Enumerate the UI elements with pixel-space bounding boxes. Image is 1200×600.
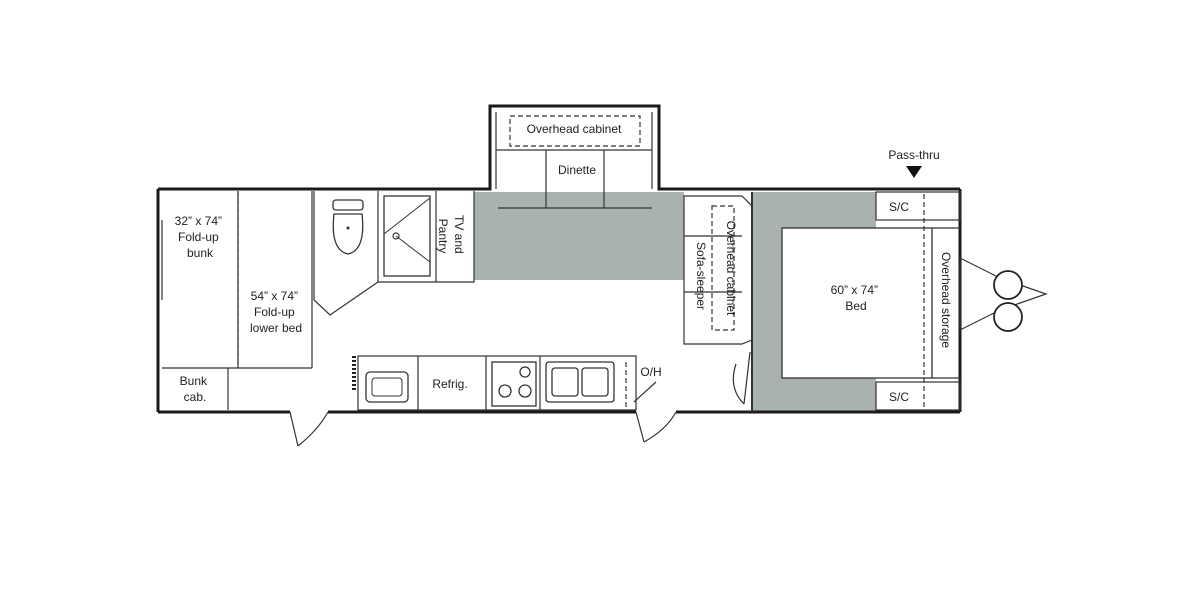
overhead-cabinet-side-label: Overhead cabinet [724,221,738,316]
hitch-tongue [959,257,1048,331]
bunk-cab-label: Bunk cab. [180,374,211,404]
entry-door-left [289,411,329,447]
overhead-storage-label: Overhead storage [939,252,953,348]
stove-burner-icon [491,361,537,407]
bedroom-door [732,351,751,405]
sofa-sleeper-label: Sofa-sleeper [694,242,708,310]
pass-thru-label: Pass-thru [888,148,939,162]
oh-label: O/H [640,365,661,379]
bunk-area [161,191,313,410]
bedroom [781,191,961,411]
dinette-slide [496,115,652,209]
entry-door-right [633,381,677,443]
kitchen-sink-icon [545,361,615,403]
sc-bottom-label: S/C [889,390,909,404]
pass-thru-arrow-icon [906,166,922,178]
bed-label: 60” x 74” Bed [831,283,882,313]
kitchen-counter [357,355,637,411]
fold-up-bunk-label: 32” x 74” Fold-up bunk [175,214,226,260]
fold-up-lower-bed-label: 54” x 74” Fold-up lower bed [250,289,302,335]
bathroom [313,191,475,316]
propane-tank-icon [993,270,1023,332]
tv-pantry-label: TV and Pantry [436,215,466,257]
bathroom-sink-icon [365,371,409,403]
dinette-label: Dinette [558,163,596,177]
shower-icon [383,195,431,277]
refrig-label: Refrig. [432,377,467,391]
overhead-cabinet-top-label: Overhead cabinet [527,122,622,136]
living-floor-area [474,192,684,280]
toilet-icon [332,199,364,255]
sc-top-label: S/C [889,200,909,214]
